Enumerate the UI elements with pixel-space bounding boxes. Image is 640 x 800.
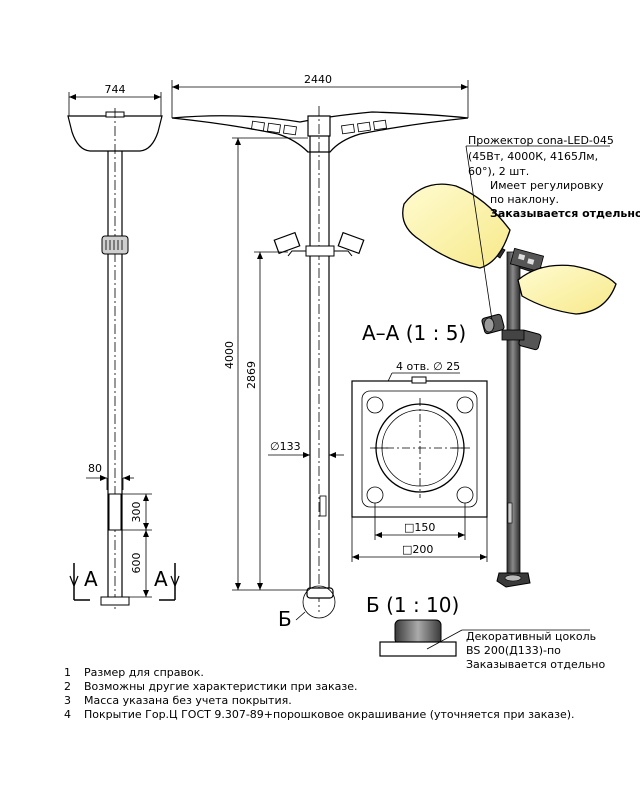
detail-b: Б (1 : 10) Декоративный цоколь BS 200(Д1…: [366, 593, 605, 671]
section-marker-right: A: [154, 567, 168, 591]
projector-line6: Заказывается отдельно.: [490, 207, 640, 220]
detail-b-line2: BS 200(Д133)-по: [466, 644, 561, 657]
section-marker-left: A: [84, 567, 98, 591]
dim-lamp-width: 744: [105, 83, 126, 96]
dim-mount-height: 2869: [245, 361, 258, 389]
dim-outer-square: □200: [402, 543, 433, 556]
dim-door-offset: 80: [88, 462, 102, 475]
lamp-panel-left: [402, 183, 511, 269]
arm-cutouts-right: [341, 119, 387, 135]
projector-line1: Прожектор cona-LED-045: [468, 134, 614, 147]
notes: 1 Размер для справок. 2 Возможны другие …: [64, 666, 575, 721]
side-view: 744 80 300 600: [67, 83, 180, 610]
front-view: 2440 4000: [171, 73, 469, 631]
dim-pole-diameter: ∅133: [270, 440, 301, 453]
dim-arm-span: 2440: [304, 73, 332, 86]
arm-cutouts-left: [251, 120, 297, 136]
section-aa-holes: 4 отв. ∅ 25: [396, 360, 460, 373]
note-text-3: Масса указана без учета покрытия.: [84, 694, 292, 707]
lamp-panel-right: [517, 264, 617, 315]
projector-left: [273, 231, 301, 255]
projector-3d-left: [481, 313, 505, 335]
projector-right: [337, 231, 365, 255]
projector-line4: Имеет регулировку: [490, 179, 604, 192]
projector-line3: 60°), 2 шт.: [468, 165, 529, 178]
dim-total-height: 4000: [223, 341, 236, 369]
section-aa-title: А–А (1 : 5): [362, 321, 466, 345]
note-num-4: 4: [64, 708, 71, 721]
section-aa: А–А (1 : 5) 4 отв. ∅ 25 □150 □200: [351, 321, 488, 562]
note-num-3: 3: [64, 694, 71, 707]
note-text-2: Возможны другие характеристики при заказ…: [84, 680, 357, 693]
projector-line5: по наклону.: [490, 193, 559, 206]
projector-line2: (45Вт, 4000К, 4165Лм,: [468, 150, 598, 163]
detail-b-line1: Декоративный цоколь: [466, 630, 596, 643]
note-num-1: 1: [64, 666, 71, 679]
dim-door-height: 300: [130, 502, 143, 523]
detail-marker-b: Б: [278, 607, 292, 631]
dim-base-to-door: 600: [130, 553, 143, 574]
note-text-1: Размер для справок.: [84, 666, 204, 679]
detail-b-title: Б (1 : 10): [366, 593, 459, 617]
note-num-2: 2: [64, 680, 71, 693]
detail-b-line3: Заказывается отдельно: [466, 658, 605, 671]
isometric-view: Прожектор cona-LED-045 (45Вт, 4000К, 416…: [402, 134, 640, 588]
note-text-4: Покрытие Гор.Ц ГОСТ 9.307-89+порошковое …: [84, 708, 575, 721]
dim-inner-square: □150: [404, 521, 435, 534]
